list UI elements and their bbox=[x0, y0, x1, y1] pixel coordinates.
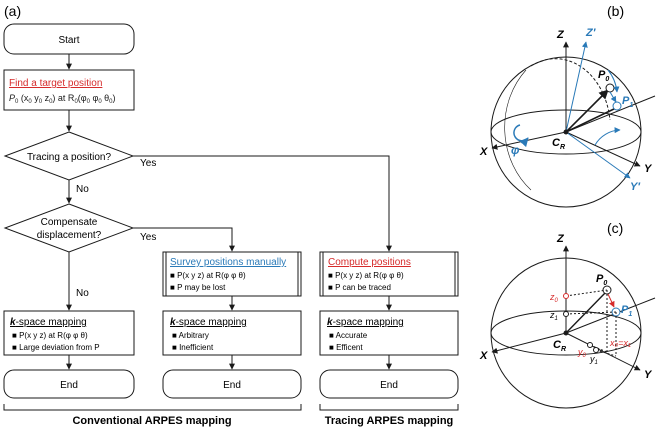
end-label-1: End bbox=[60, 380, 78, 391]
arrow-yes-compute bbox=[133, 155, 392, 252]
decision2-diamond bbox=[3, 203, 135, 253]
b-cr-label: CR bbox=[552, 137, 565, 151]
kmap3-title: k-space mapping bbox=[327, 317, 404, 328]
target-title: Find a target position bbox=[9, 78, 102, 89]
b-zprime-label: Z′ bbox=[585, 27, 597, 39]
group-conventional-label: Conventional ARPES mapping bbox=[72, 415, 231, 427]
group-tracing-label: Tracing ARPES mapping bbox=[325, 415, 454, 427]
c-x-axis bbox=[491, 332, 567, 354]
kmap1-line1: ■ P(x y z) at R(φ φ θ) bbox=[12, 331, 88, 340]
end-box-2 bbox=[162, 369, 302, 399]
no-label-1: No bbox=[76, 184, 89, 195]
c-z0-label: z0 bbox=[549, 292, 559, 304]
c-p1-label: P1 bbox=[621, 304, 632, 318]
c-p0-label: P0 bbox=[596, 273, 607, 287]
compute-box bbox=[319, 251, 459, 297]
decision1-label: Tracing a position? bbox=[27, 152, 112, 163]
kmap1-line2: ■ Large deviation from P bbox=[12, 343, 100, 352]
c-z-label: Z bbox=[556, 233, 565, 245]
target-box bbox=[3, 69, 135, 111]
c-y0-label: y0 bbox=[577, 347, 587, 359]
kmap1-box bbox=[3, 310, 135, 356]
compute-title: Compute positions bbox=[328, 257, 411, 268]
kmap3-line1: ■ Accurate bbox=[329, 331, 368, 340]
arrow-yes-survey bbox=[133, 227, 235, 252]
end-box-3 bbox=[319, 369, 459, 399]
decision2-label-1: Compensate bbox=[41, 217, 98, 228]
kmap2-title: k-space mapping bbox=[170, 317, 247, 328]
survey-line1: ■ P(x y z) at R(φ φ θ) bbox=[170, 271, 246, 280]
target-line: P0 (x0 y0 z0) at R0(φ0 φ0 θ0) bbox=[9, 93, 116, 105]
b-p0-label: P0 bbox=[598, 69, 609, 83]
survey-line2: ■ P may be lost bbox=[170, 283, 226, 292]
compute-line1: ■ P(x y z) at R(φ φ θ) bbox=[328, 271, 404, 280]
end-box-1 bbox=[3, 369, 135, 399]
decision2-label-2: displacement? bbox=[37, 230, 102, 241]
yes-label-2: Yes bbox=[140, 232, 156, 243]
kmap2-line1: ■ Arbitrary bbox=[172, 331, 209, 340]
bracket-tracing bbox=[319, 404, 459, 411]
c-z1-label: z1 bbox=[549, 310, 558, 322]
c-x0x1-label: x₀=x₁ bbox=[609, 338, 631, 348]
b-y-label: Y bbox=[644, 163, 653, 175]
no-label-2: No bbox=[76, 288, 89, 299]
kmap3-line2: ■ Efficent bbox=[329, 343, 363, 352]
start-label: Start bbox=[58, 35, 79, 46]
sphere-c: Z X Y P0 P1 CR z0 z1 y0 y1 x₀=x₁ bbox=[479, 233, 656, 409]
c-y-axis bbox=[565, 332, 641, 371]
sphere-b: Z Z′ X Y Y′ P0 P1 CR φ bbox=[479, 27, 656, 208]
b-z-label: Z bbox=[556, 29, 565, 41]
b-yprime-axis bbox=[565, 131, 631, 179]
panel-b-label: (b) bbox=[607, 3, 624, 19]
end-label-3: End bbox=[380, 380, 398, 391]
kmap2-box bbox=[162, 310, 302, 356]
b-yprime-label: Y′ bbox=[630, 181, 641, 193]
b-p1-label: P1 bbox=[622, 95, 633, 109]
yes-label-1: Yes bbox=[140, 158, 156, 169]
kmap1-title: k-space mapping bbox=[10, 317, 87, 328]
compute-line2: ■ P can be traced bbox=[328, 283, 391, 292]
bracket-conventional bbox=[3, 404, 302, 411]
c-y1-label: y1 bbox=[589, 354, 598, 366]
kmap3-box bbox=[319, 310, 459, 356]
b-y-axis bbox=[565, 131, 641, 167]
c-x-label: X bbox=[479, 350, 488, 362]
survey-box bbox=[162, 251, 302, 297]
b-zprime-axis bbox=[565, 41, 588, 133]
b-x-label: X bbox=[479, 146, 488, 158]
end-label-2: End bbox=[223, 380, 241, 391]
b-phi-label: φ bbox=[511, 143, 520, 157]
panel-a-label: (a) bbox=[4, 3, 21, 19]
c-y-label: Y bbox=[644, 369, 653, 381]
c-cr-label: CR bbox=[553, 339, 566, 353]
panel-c-label: (c) bbox=[607, 220, 623, 236]
kmap2-line2: ■ Inefficient bbox=[172, 343, 214, 352]
b-x-axis bbox=[491, 131, 567, 150]
survey-title: Survey positions manually bbox=[170, 257, 286, 268]
